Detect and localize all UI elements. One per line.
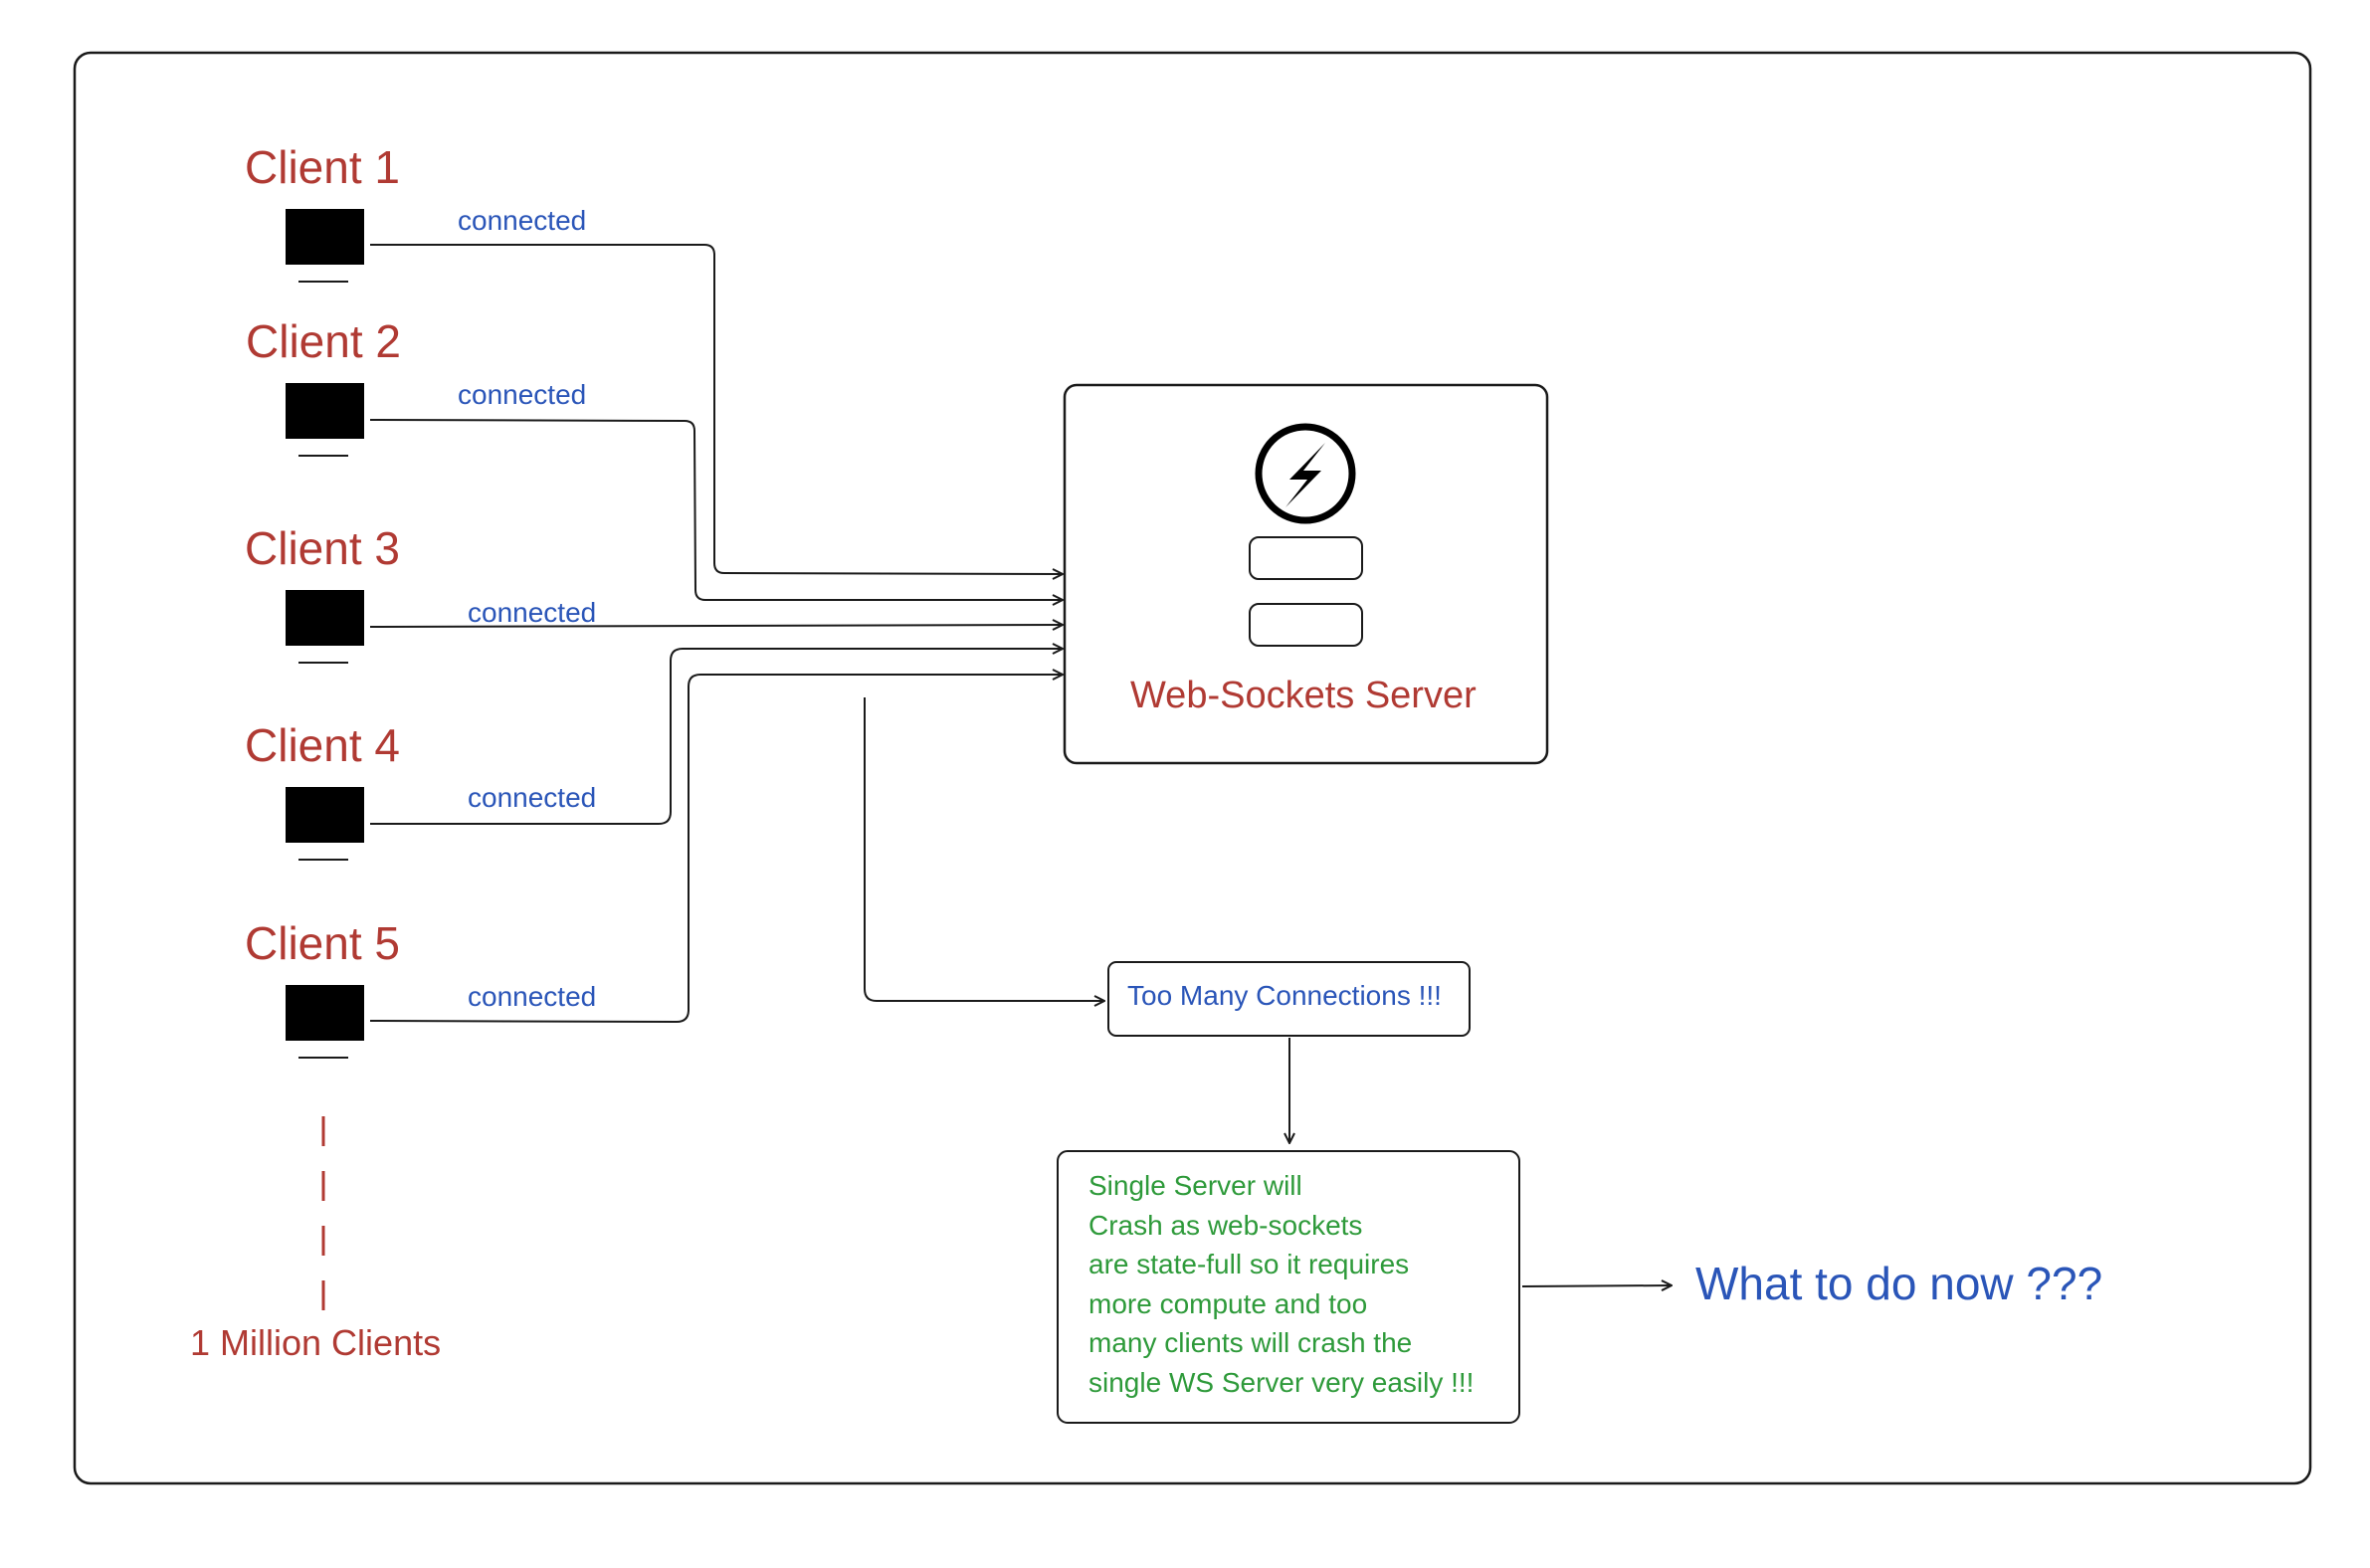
client-3-connection-line <box>369 625 1063 627</box>
crash-note-line-5: many clients will crash the <box>1088 1327 1413 1358</box>
client-1-title: Client 1 <box>245 141 400 193</box>
client-4-title: Client 4 <box>245 719 400 771</box>
client-2-monitor-icon <box>286 383 364 457</box>
million-clients-label: 1 Million Clients <box>190 1322 442 1363</box>
client-1-connection-line <box>370 244 1063 574</box>
client-3-title: Client 3 <box>245 522 400 574</box>
crash-note-line-1: Single Server will <box>1088 1170 1302 1201</box>
client-5-connection-label: connected <box>468 981 597 1012</box>
server-box <box>1063 383 1549 765</box>
client-4-connection-line <box>370 649 1063 825</box>
client-2-connection-label: connected <box>458 379 587 410</box>
client-4-connection-label: connected <box>468 782 597 813</box>
client-5-title: Client 5 <box>245 917 400 969</box>
client-4-monitor-icon <box>286 787 364 861</box>
client-3-monitor-icon <box>286 590 364 664</box>
crash-note-line-4: more compute and too <box>1088 1287 1368 1319</box>
server-title: Web-Sockets Server <box>1130 675 1477 716</box>
outer-frame <box>73 51 2312 1485</box>
client-5-monitor-icon <box>286 985 364 1059</box>
client-1-connection-label: connected <box>458 205 587 236</box>
crash-note-line-2: Crash as web-sockets <box>1088 1209 1363 1241</box>
too-many-connections-box <box>1107 961 1471 1037</box>
too-many-connections-label: Too Many Connections !!! <box>1127 980 1442 1011</box>
crash-note-line-3: are state-full so it requires <box>1088 1249 1410 1279</box>
socket-io-icon <box>1255 423 1356 524</box>
client-2-title: Client 2 <box>246 315 401 367</box>
client-3-connection-label: connected <box>468 597 597 628</box>
crash-note-text: Single Server will Crash as web-sockets … <box>1088 1166 1474 1402</box>
what-to-do-question: What to do now ??? <box>1695 1258 2103 1309</box>
question-arrow <box>1521 1285 1672 1286</box>
crash-note-line-6: single WS Server very easily !!! <box>1088 1366 1475 1398</box>
crash-note-box <box>1057 1150 1520 1424</box>
client-2-connection-line <box>369 419 1063 600</box>
overload-arrow <box>864 697 1104 1001</box>
server-slot-2 <box>1249 603 1363 647</box>
client-5-connection-line <box>369 675 1063 1024</box>
client-1-monitor-icon <box>286 209 364 283</box>
server-slot-1 <box>1249 536 1363 580</box>
